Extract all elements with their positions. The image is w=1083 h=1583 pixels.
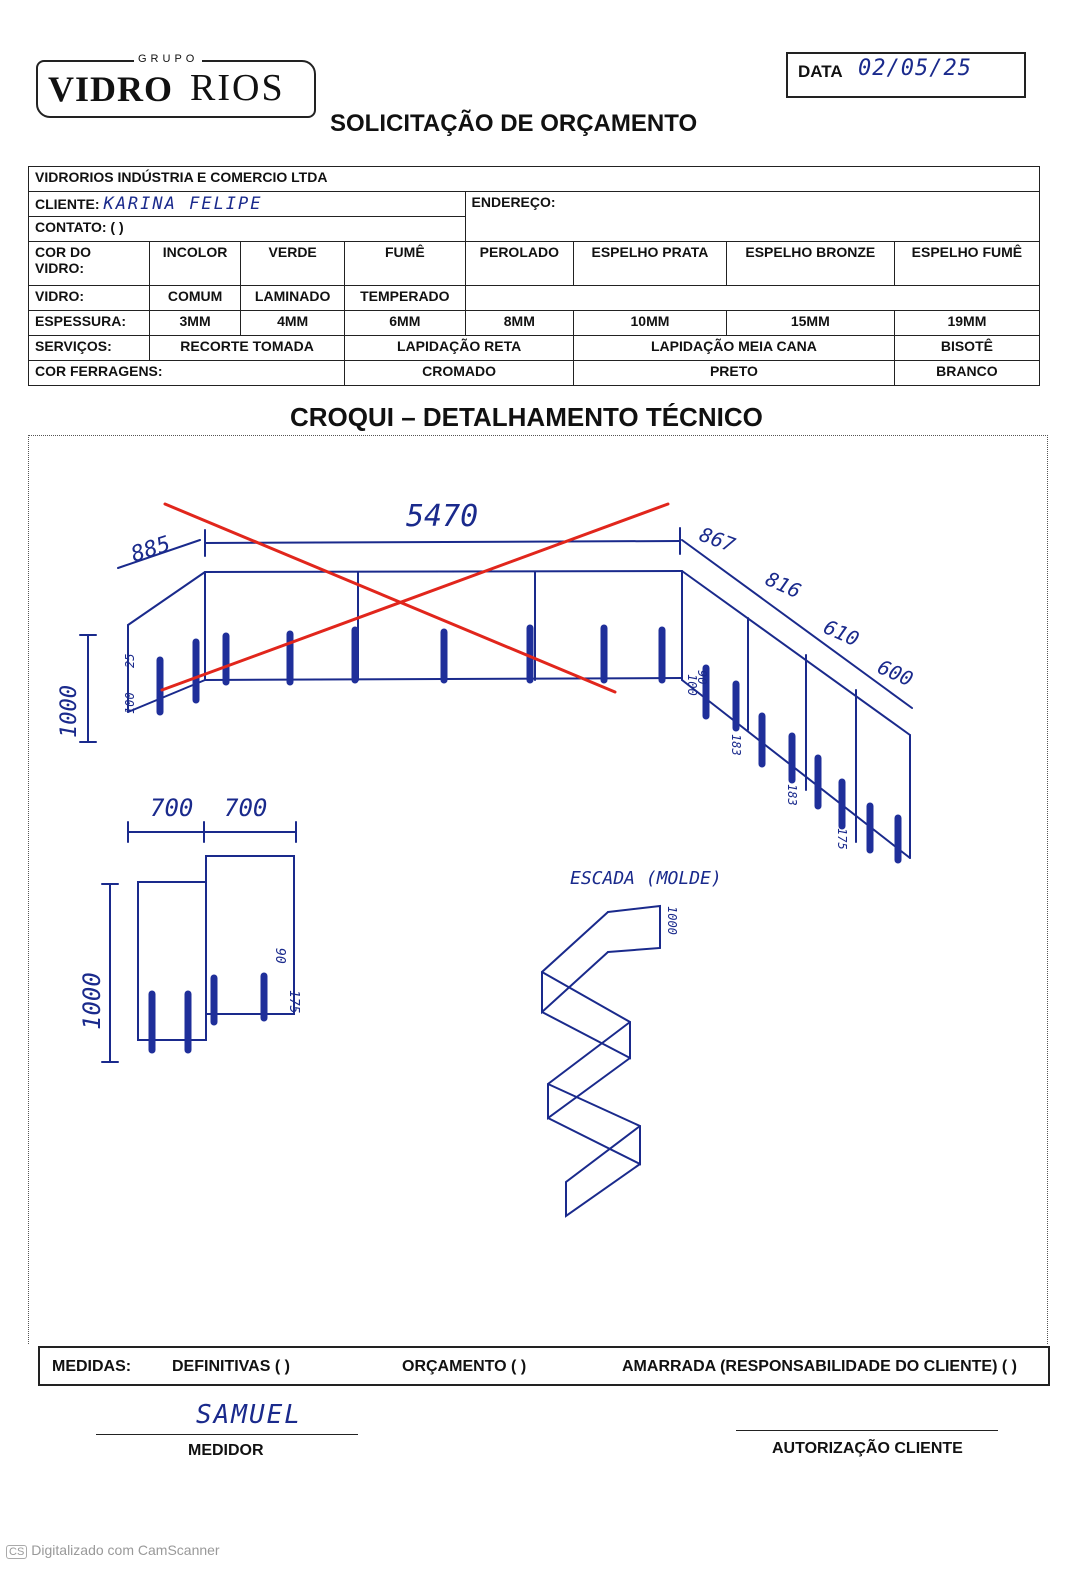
medidor-label: MEDIDOR — [188, 1442, 264, 1459]
hardware-color-label: COR FERRAGENS: — [27, 360, 346, 386]
dim-left-height: 1000 — [57, 685, 82, 738]
date-value: 02/05/25 — [858, 56, 972, 81]
dim-lower-175: 175 — [286, 990, 301, 1014]
dim-lower-height: 1000 — [78, 972, 106, 1030]
thickness-label: ESPESSURA: — [28, 310, 150, 336]
dim-r-90: 90 — [695, 670, 709, 684]
glass-type-comum[interactable]: COMUM — [148, 285, 242, 311]
logo-group-text: GRUPO — [134, 53, 203, 65]
dim-small-25: 25 — [123, 654, 137, 668]
dim-top-total: 5470 — [406, 499, 478, 534]
stair-height: 1000 — [665, 906, 679, 935]
medidor-signature: SAMUEL — [196, 1400, 302, 1430]
thickness-19mm[interactable]: 19MM — [893, 310, 1041, 336]
color-option-espelho-fume[interactable]: ESPELHO FUMÊ — [893, 241, 1041, 286]
thickness-4mm[interactable]: 4MM — [240, 310, 346, 336]
thickness-3mm[interactable]: 3MM — [148, 310, 242, 336]
dim-right-2: 816 — [762, 567, 805, 604]
measures-tied-option[interactable]: AMARRADA (RESPONSABILIDADE DO CLIENTE) (… — [622, 1358, 1017, 1375]
measures-quote-option[interactable]: ORÇAMENTO ( ) — [402, 1358, 527, 1375]
measures-box — [38, 1346, 1050, 1386]
glass-type-laminado[interactable]: LAMINADO — [240, 285, 346, 311]
dim-small-100: 100 — [123, 692, 137, 714]
croqui-title: CROQUI – DETALHAMENTO TÉCNICO — [290, 402, 763, 432]
dim-r-183b: 183 — [785, 784, 799, 806]
logo-rios-text: RIOS — [190, 67, 285, 109]
color-option-incolor[interactable]: INCOLOR — [148, 241, 242, 286]
glass-color-label: COR DO VIDRO: — [28, 241, 150, 286]
hardware-preto[interactable]: PRETO — [573, 360, 895, 386]
scanner-watermark-text: Digitalizado com CamScanner — [31, 1542, 220, 1558]
medidor-signature-line — [96, 1434, 358, 1435]
page-title: SOLICITAÇÃO DE ORÇAMENTO — [330, 110, 698, 137]
services-label: SERVIÇOS: — [28, 335, 150, 361]
dim-r-175: 175 — [835, 828, 849, 850]
thickness-15mm[interactable]: 15MM — [725, 310, 895, 336]
dim-lower-w2: 700 — [224, 794, 267, 822]
contact-field[interactable]: CONTATO: ( ) — [28, 216, 466, 242]
color-option-espelho-prata[interactable]: ESPELHO PRATA — [573, 241, 727, 286]
measures-label: MEDIDAS: — [52, 1358, 132, 1375]
color-option-fume[interactable]: FUMÊ — [344, 241, 466, 286]
camscanner-icon: CS — [6, 1545, 28, 1559]
measures-definitive-option[interactable]: DEFINITIVAS ( ) — [172, 1358, 290, 1375]
client-field[interactable]: CLIENTE: KARINA FELIPE — [28, 191, 466, 217]
dim-left-top: 885 — [128, 532, 174, 568]
dim-r-183a: 183 — [729, 734, 743, 756]
dim-r-100: 100 — [685, 674, 699, 696]
client-value: KARINA FELIPE — [103, 194, 263, 214]
service-recorte-tomada[interactable]: RECORTE TOMADA — [148, 335, 346, 361]
hardware-branco[interactable]: BRANCO — [893, 360, 1041, 386]
sketch-area — [28, 435, 1048, 1344]
dim-lower-w1: 700 — [150, 794, 193, 822]
color-option-perolado[interactable]: PEROLADO — [464, 241, 575, 286]
address-label: ENDEREÇO: — [471, 194, 556, 210]
glass-type-temperado[interactable]: TEMPERADO — [344, 285, 466, 311]
client-authorization-label: AUTORIZAÇÃO CLIENTE — [772, 1440, 963, 1457]
date-box — [786, 52, 1026, 98]
address-field[interactable]: ENDEREÇO: — [464, 191, 1041, 242]
hardware-cromado[interactable]: CROMADO — [344, 360, 575, 386]
service-bisote[interactable]: BISOTÊ — [893, 335, 1041, 361]
order-form-table: VIDRORIOS INDÚSTRIA E COMERCIO LTDA CLIE… — [27, 166, 1041, 386]
client-label: CLIENTE: — [35, 196, 100, 212]
stair-label: ESCADA (MOLDE) — [570, 868, 722, 889]
glass-type-label: VIDRO: — [28, 285, 150, 311]
dim-lower-90: 90 — [272, 948, 287, 964]
dim-right-1: 867 — [696, 522, 738, 557]
date-label: DATA — [798, 62, 843, 81]
client-signature-line — [736, 1430, 998, 1431]
company-name: VIDRORIOS INDÚSTRIA E COMERCIO LTDA — [28, 166, 1040, 192]
contact-label: CONTATO: ( ) — [35, 219, 124, 235]
logo-vidro-text: VIDRO — [48, 69, 174, 109]
